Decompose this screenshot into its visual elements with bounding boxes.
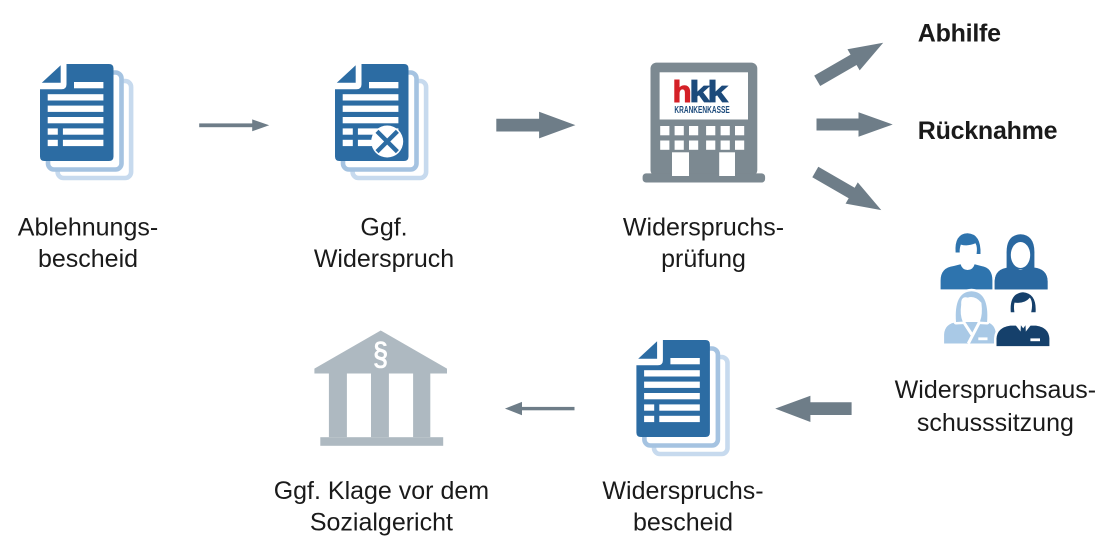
svg-text:schusssitzung: schusssitzung	[917, 409, 1074, 437]
svg-text:Ggf.: Ggf.	[360, 213, 407, 241]
svg-text:Ggf. Klage vor dem: Ggf. Klage vor dem	[274, 477, 489, 505]
svg-text:Rücknahme: Rücknahme	[918, 117, 1058, 145]
svg-text:§: §	[373, 336, 388, 372]
svg-text:Sozialgericht: Sozialgericht	[310, 509, 453, 537]
svg-text:bescheid: bescheid	[38, 245, 138, 273]
svg-text:k: k	[689, 75, 711, 109]
svg-text:k: k	[707, 75, 729, 109]
svg-text:Widerspruchsaus-: Widerspruchsaus-	[895, 376, 1096, 404]
svg-text:Widerspruchs-: Widerspruchs-	[623, 213, 784, 241]
svg-text:prüfung: prüfung	[661, 245, 746, 273]
svg-text:Widerspruchs-: Widerspruchs-	[602, 477, 763, 505]
svg-text:Widerspruch: Widerspruch	[314, 245, 454, 273]
svg-text:Ablehnungs-: Ablehnungs-	[18, 213, 158, 241]
svg-text:bescheid: bescheid	[633, 509, 733, 537]
svg-text:h: h	[673, 74, 692, 109]
svg-text:Abhilfe: Abhilfe	[918, 20, 1001, 48]
svg-text:KRANKENKASSE: KRANKENKASSE	[674, 105, 730, 116]
